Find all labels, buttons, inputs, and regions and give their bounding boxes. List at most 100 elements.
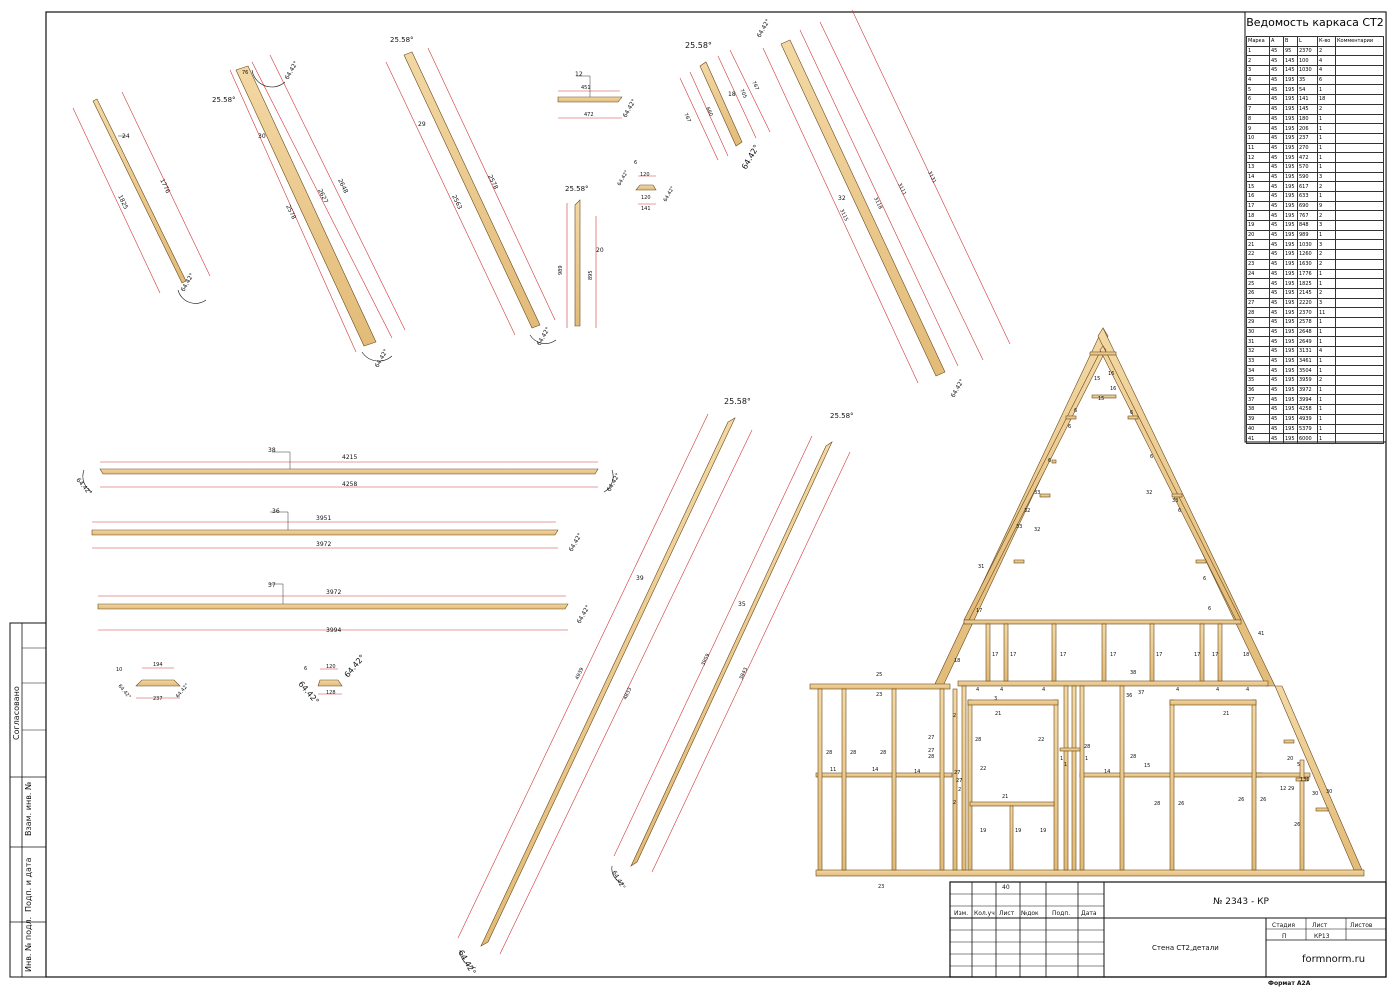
- spec-cell: 195: [1283, 84, 1298, 96]
- part-35: [611, 435, 851, 885]
- spec-cell: [1335, 123, 1384, 134]
- spec-cell: 3504: [1297, 365, 1318, 377]
- spec-cell: 32: [1246, 346, 1270, 357]
- spec-cell: 45: [1269, 123, 1284, 134]
- frame-label: 25: [876, 672, 882, 678]
- spec-cell: [1335, 346, 1384, 357]
- frame-label: 14: [1104, 769, 1110, 775]
- spec-cell: 35: [1246, 375, 1270, 386]
- spec-cell: 195: [1283, 152, 1298, 163]
- tb-header-koluch: Кол.уч: [974, 910, 995, 917]
- spec-cell: 11: [1317, 307, 1336, 318]
- frame-label: 28: [850, 750, 856, 756]
- part-39-angle-bottom: 64.42°: [456, 949, 477, 977]
- part-35-mark: 35: [738, 601, 746, 608]
- part-36-angle: 64.42°: [568, 532, 584, 553]
- spec-title: Ведомость каркаса СТ2: [1246, 16, 1384, 29]
- spec-cell: [1335, 84, 1384, 96]
- spec-cell: 141: [1297, 94, 1318, 105]
- spec-cell: 1: [1317, 132, 1336, 144]
- part-30-angle-bottom: 64.42°: [374, 348, 390, 369]
- spec-cell: 45: [1269, 433, 1284, 444]
- spec-cell: [1335, 171, 1384, 183]
- spec-col-mark: Марка: [1246, 36, 1270, 47]
- frame-label: 4: [1216, 687, 1219, 693]
- spec-cell: 570: [1297, 161, 1318, 173]
- spec-cell: [1335, 45, 1384, 57]
- spec-cell: 4: [1246, 74, 1270, 86]
- spec-cell: 4: [1317, 346, 1336, 357]
- spec-cell: 848: [1297, 220, 1318, 231]
- spec-cell: 195: [1283, 239, 1298, 251]
- spec-cell: [1335, 278, 1384, 289]
- frame-label: 6: [1048, 458, 1051, 464]
- spec-cell: 10: [1246, 132, 1270, 144]
- spec-cell: 45: [1269, 103, 1284, 115]
- spec-cell: 2370: [1297, 45, 1318, 57]
- spec-cell: 100: [1297, 55, 1318, 67]
- spec-cell: 45: [1269, 346, 1284, 357]
- spec-cell: 3959: [1297, 375, 1318, 386]
- spec-cell: 4: [1317, 55, 1336, 67]
- part-6b-dim-a: 120: [326, 664, 336, 670]
- spec-cell: 1: [1317, 268, 1336, 280]
- part-12-dim-b: 472: [584, 112, 594, 118]
- spec-cell: 472: [1297, 152, 1318, 163]
- spec-cell: 195: [1283, 161, 1298, 173]
- frame-label: 17: [1010, 652, 1016, 658]
- frame-label: 28: [975, 737, 981, 743]
- spec-cell: [1335, 142, 1384, 154]
- part-30-angle-side: 64.42°: [284, 60, 300, 81]
- spec-cell: 1: [1317, 152, 1336, 163]
- spec-cell: 3972: [1297, 384, 1318, 396]
- part-10-board: [135, 679, 181, 687]
- spec-cell: 2: [1317, 287, 1336, 299]
- spec-cell: [1335, 433, 1384, 444]
- part-24-board: [92, 98, 187, 284]
- spec-cell: 1: [1246, 45, 1270, 57]
- spec-cell: 1: [1317, 394, 1336, 406]
- left-stamp-strip: [9, 622, 47, 978]
- spec-cell: [1335, 384, 1384, 396]
- spec-cell: 2: [1317, 181, 1336, 192]
- tb-sheet-label: Лист: [1312, 922, 1328, 929]
- part-37-angle: 64.42°: [576, 604, 592, 625]
- spec-cell: 2649: [1297, 336, 1318, 347]
- frame-label: 2: [953, 713, 956, 719]
- spec-cell: 195: [1283, 220, 1298, 231]
- spec-cell: [1335, 132, 1384, 144]
- spec-cell: 8: [1246, 113, 1270, 125]
- frame-label: 6: [1068, 424, 1071, 430]
- part-12-board: [557, 96, 623, 103]
- part-30-small: 76: [242, 70, 248, 76]
- frame-label: 28: [1084, 744, 1090, 750]
- spec-cell: 195: [1283, 384, 1298, 396]
- spec-cell: 1: [1317, 336, 1336, 347]
- spec-cell: 45: [1269, 152, 1284, 163]
- spec-cell: 195: [1283, 423, 1298, 435]
- spec-cell: 45: [1269, 181, 1284, 192]
- frame-label: 32: [1146, 490, 1152, 496]
- spec-cell: 6: [1246, 94, 1270, 105]
- spec-cell: 3: [1317, 297, 1336, 309]
- part-18: [679, 49, 771, 161]
- spec-cell: 21: [1246, 239, 1270, 251]
- spec-cell: 45: [1269, 65, 1284, 76]
- spec-cell: 40: [1246, 423, 1270, 435]
- spec-cell: 195: [1283, 404, 1298, 415]
- spec-cell: 3: [1246, 65, 1270, 76]
- spec-cell: 195: [1283, 326, 1298, 338]
- spec-cell: 45: [1269, 191, 1284, 202]
- spec-cell: [1335, 355, 1384, 367]
